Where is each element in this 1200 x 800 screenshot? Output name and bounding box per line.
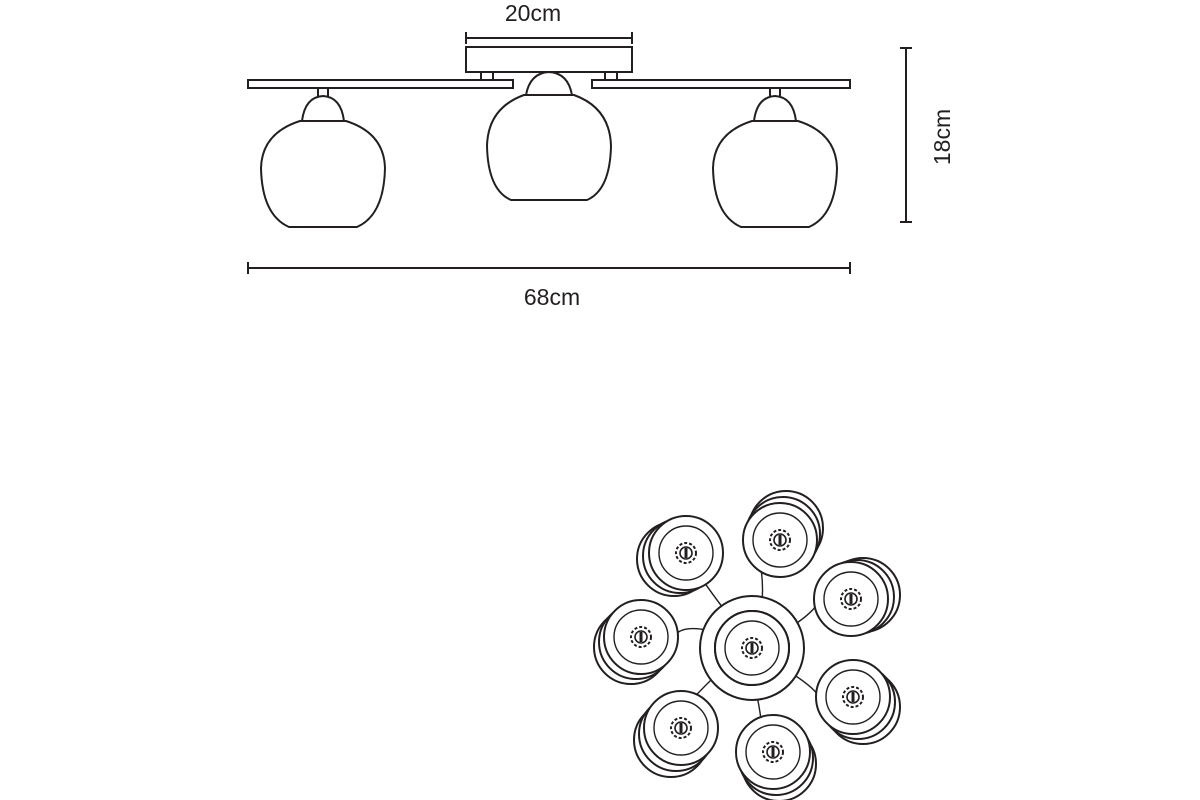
top-view-shade <box>735 714 817 800</box>
socket-icon <box>630 626 652 648</box>
top-view-shades <box>593 490 901 800</box>
top-view-shade <box>742 490 824 578</box>
mounting-bar-right <box>591 79 851 89</box>
socket-icon <box>842 686 864 708</box>
top-width-dimension: 20cm <box>465 0 633 44</box>
height-dimension: 18cm <box>900 47 955 223</box>
top-view-center-shade <box>714 610 790 686</box>
socket-icon <box>762 741 784 763</box>
top-width-label: 20cm <box>505 0 561 26</box>
top-view-shade <box>593 599 679 685</box>
socket-icon <box>769 529 791 551</box>
side-shade-center <box>485 70 613 201</box>
overall-width-label: 68cm <box>524 284 580 310</box>
socket-icon <box>675 542 697 564</box>
top-view <box>593 490 901 800</box>
socket-icon <box>741 637 763 659</box>
overall-width-dimension: 68cm <box>247 262 851 310</box>
top-view-shade <box>813 557 901 637</box>
top-view-shade <box>636 515 724 597</box>
side-shade-left <box>259 87 387 228</box>
socket-icon <box>670 717 692 739</box>
top-view-shade-center <box>714 610 790 686</box>
side-view: 20cm 18cm <box>247 0 955 310</box>
side-shade-right <box>711 87 839 228</box>
top-view-shade <box>815 659 901 745</box>
ceiling-canopy <box>465 46 633 73</box>
mounting-bar-left <box>247 79 514 89</box>
socket-icon <box>840 588 862 610</box>
top-view-shade <box>633 690 719 778</box>
height-label: 18cm <box>929 109 955 165</box>
